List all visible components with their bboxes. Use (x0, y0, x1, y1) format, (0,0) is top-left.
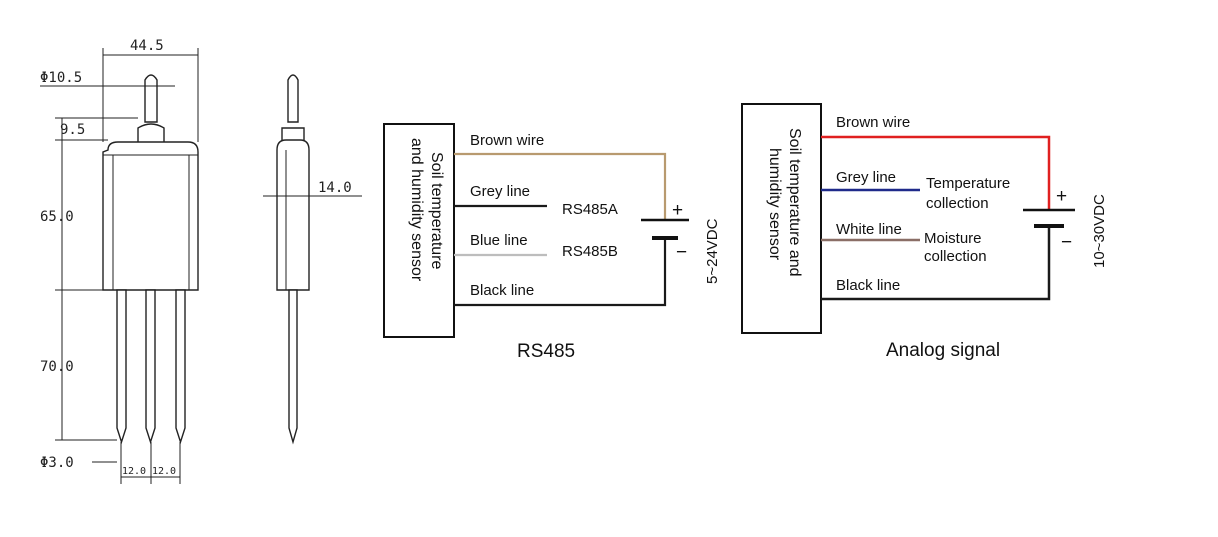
analog-wire-black (821, 226, 1051, 301)
dim-thickness: 14.0 (318, 180, 352, 196)
rs485-sensor-box (383, 123, 455, 338)
dim-body-height: 65.0 (40, 209, 74, 225)
rs485-wire-brown (454, 152, 667, 220)
dim-collar: 9.5 (60, 122, 85, 138)
rs485-signal-b: RS485B (562, 243, 618, 260)
analog-minus: − (1061, 232, 1072, 253)
analog-signal-moist-2: collection (924, 248, 987, 265)
side-body (276, 139, 310, 291)
side-cable (287, 74, 299, 123)
rs485-wire-blue-label: Blue line (470, 232, 528, 249)
rs485-wire-black (454, 238, 667, 307)
rs485-wire-brown-label: Brown wire (470, 132, 544, 149)
probe-right (175, 289, 186, 445)
analog-signal-moist-1: Moisture (924, 230, 982, 247)
analog-plus: + (1056, 186, 1067, 207)
rs485-voltage: 5~24VDC (704, 218, 721, 284)
rs485-wire-black-label: Black line (470, 282, 534, 299)
analog-sensor-box (741, 103, 822, 334)
analog-box-label-2: humidity sensor (766, 148, 783, 261)
sensor-body (102, 141, 199, 291)
analog-wire-brown-label: Brown wire (836, 114, 910, 131)
rs485-box-label-1: Soil temperature (428, 152, 445, 269)
analog-box-label-1: Soil temperature and (786, 128, 803, 277)
side-probe (288, 289, 298, 445)
dim-pitch-1: 12.0 (122, 466, 146, 477)
analog-voltage: 10~30VDC (1091, 194, 1108, 268)
analog-signal-temp-1: Temperature (926, 175, 1010, 192)
cable-top (144, 74, 158, 123)
front-view-drawing: 44.5 Φ10.5 9.5 65.0 70.0 Φ3.0 12.0 12.0 (40, 38, 199, 484)
rs485-box-label-2: and humidity sensor (408, 138, 425, 282)
dim-probe-length: 70.0 (40, 359, 74, 375)
rs485-wire-grey-label: Grey line (470, 183, 530, 200)
analog-wire-brown (821, 135, 1051, 210)
rs485-minus: − (676, 242, 687, 263)
analog-wiring: Soil temperature and humidity sensor Bro… (741, 103, 1108, 361)
rs485-plus: + (672, 200, 683, 221)
probe-left (116, 289, 127, 445)
analog-signal-temp-2: collection (926, 195, 989, 212)
rs485-wiring: Soil temperature and humidity sensor Bro… (383, 123, 721, 362)
probe-middle (145, 289, 156, 445)
analog-wire-white-label: White line (836, 221, 902, 238)
dim-tip-dia: Φ10.5 (40, 70, 82, 86)
analog-caption: Analog signal (886, 340, 1000, 361)
dim-width: 44.5 (130, 38, 164, 54)
side-view-drawing: 14.0 (263, 74, 362, 445)
analog-wire-black-label: Black line (836, 277, 900, 294)
rs485-caption: RS485 (517, 341, 575, 362)
dim-probe-dia: Φ3.0 (40, 455, 74, 471)
dim-pitch-2: 12.0 (152, 466, 176, 477)
analog-wire-grey-label: Grey line (836, 169, 896, 186)
rs485-signal-a: RS485A (562, 201, 618, 218)
